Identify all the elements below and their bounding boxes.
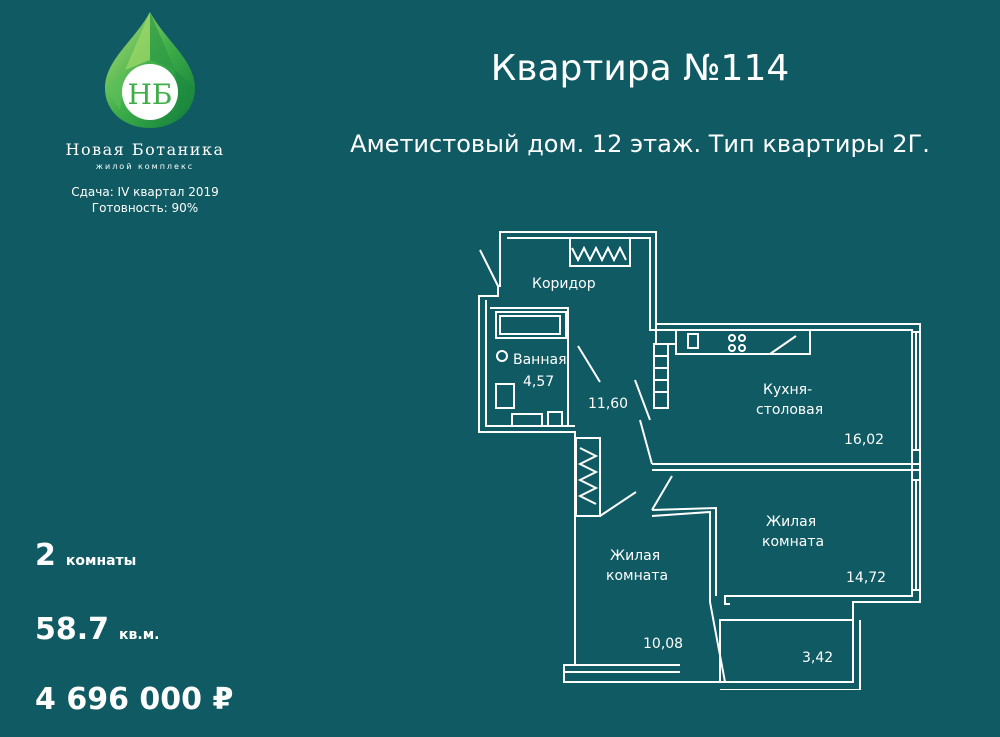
kitchen-area: 16,02 [844,432,884,448]
balcony-area: 3,42 [802,650,833,666]
logo: НБ [105,12,195,128]
price-stat: 4 696 000 ₽ [35,682,233,717]
page-subtitle: Аметистовый дом. 12 этаж. Тип квартиры 2… [350,130,930,158]
kitchen-label-1: Кухня- [763,382,812,398]
area-value: 58.7 [35,612,110,647]
logo-monogram: НБ [128,78,173,111]
brand-tagline: жилой комплекс [95,162,195,171]
page-title: Квартира №114 [490,48,790,89]
bathroom-label: Ванная [513,352,567,368]
brand-name: Новая Ботаника [65,140,225,159]
room1-label-2: комната [762,534,824,550]
area-label: кв.м. [119,627,160,643]
room1-label-1: Жилая [766,514,816,530]
area-stat: 58.7 кв.м. [35,612,159,647]
corridor-label: Коридор [532,276,596,292]
price-value: 4 696 000 ₽ [35,682,234,717]
delivery-date: Сдача: IV квартал 2019 [71,185,219,199]
rooms-label: комнаты [65,553,137,569]
bathroom-area: 4,57 [523,374,554,390]
rooms-value: 2 [35,538,56,573]
room1-area: 14,72 [846,570,886,586]
rooms-stat: 2 комнаты [35,538,136,573]
room2-label-1: Жилая [610,548,660,564]
corridor-area: 11,60 [588,396,628,412]
floor-plan: Коридор 11,60 Ванная 4,57 Кухня- столова… [478,231,921,690]
room2-label-2: комната [606,568,668,584]
delivery-info: Сдача: IV квартал 2019 Готовность: 90% [40,184,250,216]
kitchen-label-2: столовая [756,402,823,418]
room2-area: 10,08 [643,636,683,652]
readiness: Готовность: 90% [91,201,199,215]
